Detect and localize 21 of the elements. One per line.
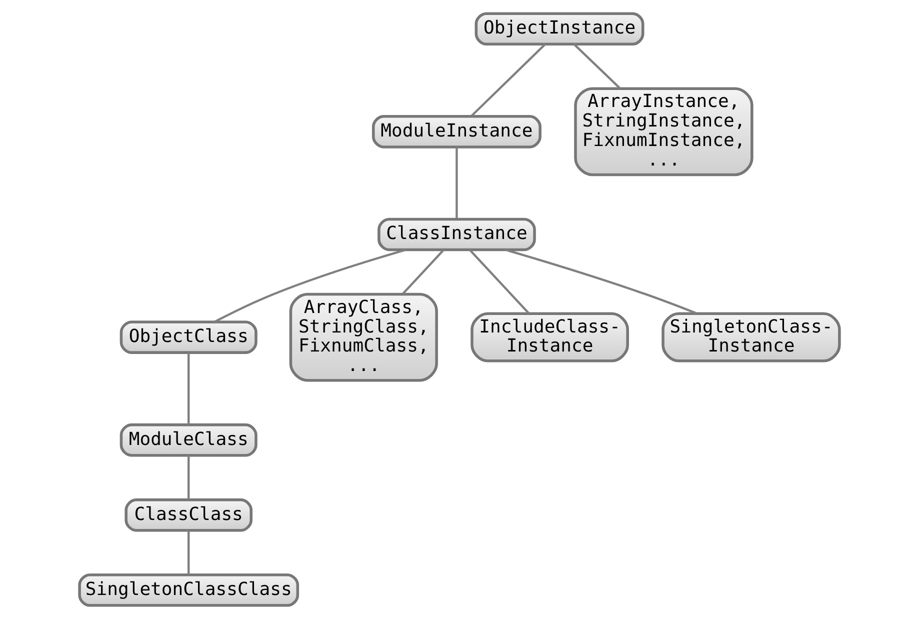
- node-box: SingletonClassClass: [78, 573, 299, 607]
- connector: [187, 530, 190, 574]
- node-box: SingletonClass- Instance: [661, 312, 840, 362]
- connector: [187, 352, 190, 424]
- node-box: ObjectClass: [119, 320, 257, 354]
- node-box: ModuleInstance: [371, 115, 541, 148]
- connector: [213, 248, 406, 323]
- connector: [504, 248, 697, 314]
- connector: [468, 249, 530, 314]
- node-box: ArrayInstance, StringInstance, FixnumInstance, ...: [574, 87, 753, 176]
- connector: [455, 146, 458, 219]
- node-box: ClassClass: [124, 498, 252, 532]
- node-box: ClassInstance: [377, 218, 536, 252]
- node-box: ModuleClass: [119, 423, 257, 457]
- connector: [572, 43, 620, 90]
- node-box: ArrayClass, StringClass, FixnumClass, ...: [288, 292, 438, 382]
- connector: [401, 249, 444, 295]
- node-box: IncludeClass- Instance: [470, 312, 628, 362]
- node-box: ObjectInstance: [474, 12, 644, 46]
- connector: [187, 455, 190, 500]
- connector: [470, 43, 546, 117]
